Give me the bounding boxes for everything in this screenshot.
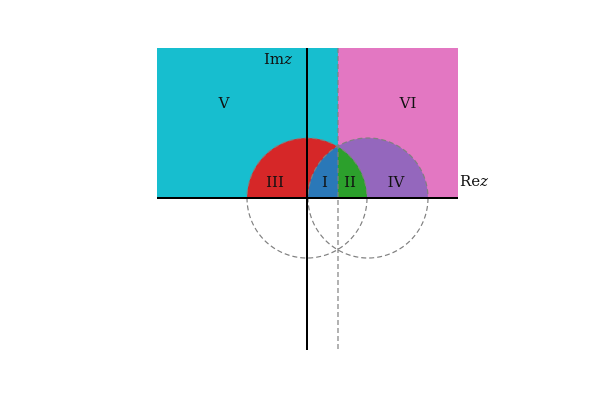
- imaginary-axis-variable: z: [283, 50, 292, 68]
- region-label-v: V: [218, 94, 231, 112]
- region-label-ii: II: [344, 173, 356, 191]
- real-axis-variable: z: [479, 172, 488, 190]
- region-label-vi: VI: [399, 94, 417, 112]
- real-axis-label: Rez: [460, 172, 488, 190]
- region-label-i: I: [322, 173, 328, 191]
- imaginary-axis-label-text: Im: [264, 50, 284, 68]
- region-label-iv: IV: [388, 173, 406, 191]
- real-axis-label-text: Re: [460, 172, 480, 190]
- region-label-iii: III: [266, 173, 284, 191]
- imaginary-axis-label: Imz: [264, 50, 292, 68]
